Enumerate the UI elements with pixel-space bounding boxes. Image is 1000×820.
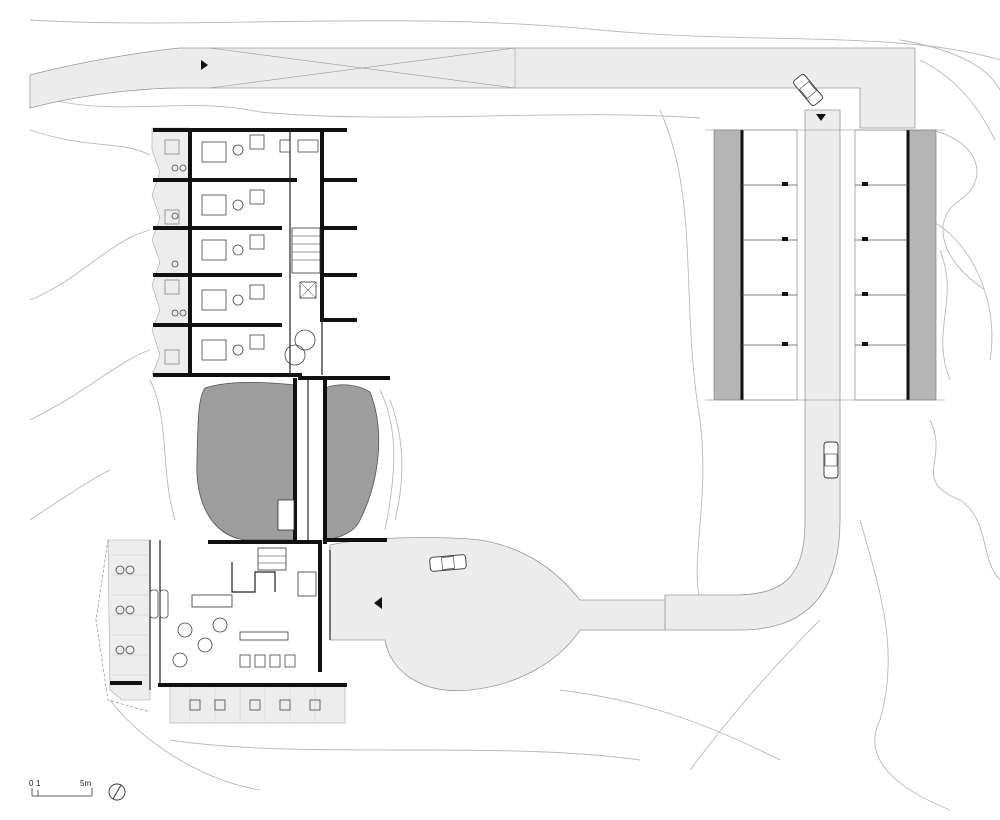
terrain-contours — [29, 19, 1000, 811]
north-arrow-icon — [108, 783, 126, 801]
parking-area — [705, 129, 945, 401]
water-pond — [196, 376, 390, 544]
scale-bar: 0 1 5m — [29, 779, 93, 797]
entry-arrow-icon — [816, 114, 826, 121]
guest-room-wing — [151, 127, 357, 377]
parking-bays-right — [855, 182, 908, 346]
lodge-main-building — [95, 539, 347, 724]
forecourt — [329, 537, 666, 692]
entry-arrow-icon — [201, 60, 208, 70]
scale-label-five: 5m — [80, 779, 91, 788]
entry-arrow-icon — [374, 597, 382, 609]
car-icon — [429, 554, 467, 572]
scale-label-zero: 0 — [29, 779, 34, 788]
access-road — [29, 47, 916, 631]
car-icon — [793, 74, 823, 106]
scale-label-one: 1 — [36, 779, 41, 788]
car-icon — [823, 441, 839, 479]
parking-bays-left — [742, 182, 797, 346]
